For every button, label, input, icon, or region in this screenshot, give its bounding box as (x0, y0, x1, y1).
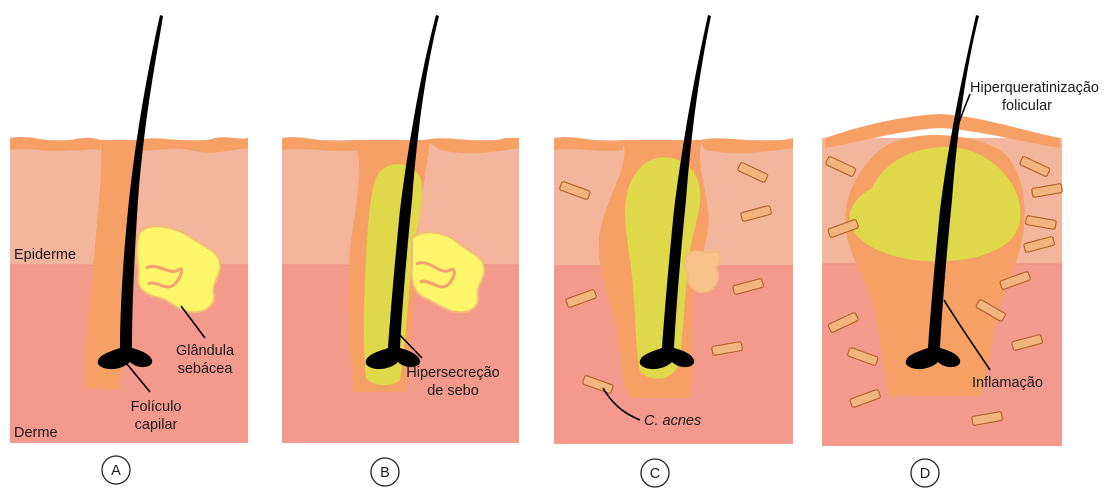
inflamacao-label: Inflamação (972, 375, 1043, 391)
glandula-label-line2: sebácea (178, 361, 234, 377)
panel-b-letter: B (380, 465, 390, 481)
glandula-label-line1: Glândula (176, 343, 235, 359)
panel-b: Hipersecreção de sebo B (282, 15, 519, 486)
hipersecrecao-label-line1: Hipersecreção (406, 365, 500, 381)
epiderme-label: Epiderme (14, 247, 76, 263)
hiperqueratinizacao-label-line2: folicular (1002, 98, 1052, 114)
hiperqueratinizacao-label-line1: Hiperqueratinização (970, 80, 1099, 96)
panel-a: Epiderme Derme Glândula sebácea Folículo… (10, 15, 248, 484)
derme-label: Derme (14, 425, 58, 441)
foliculo-label-line2: capilar (135, 417, 178, 433)
panel-d-letter: D (920, 466, 930, 482)
c-acnes-label: C. acnes (644, 413, 701, 429)
panel-c-letter: C (650, 466, 660, 482)
foliculo-label-line1: Folículo (131, 399, 182, 415)
panel-c: C. acnes C (554, 15, 793, 487)
hipersecrecao-label-line2: de sebo (427, 383, 479, 399)
panel-a-letter: A (111, 463, 121, 479)
sebaceous-gland (685, 251, 720, 293)
panel-d: Hiperqueratinização folicular Inflamação… (822, 15, 1099, 487)
